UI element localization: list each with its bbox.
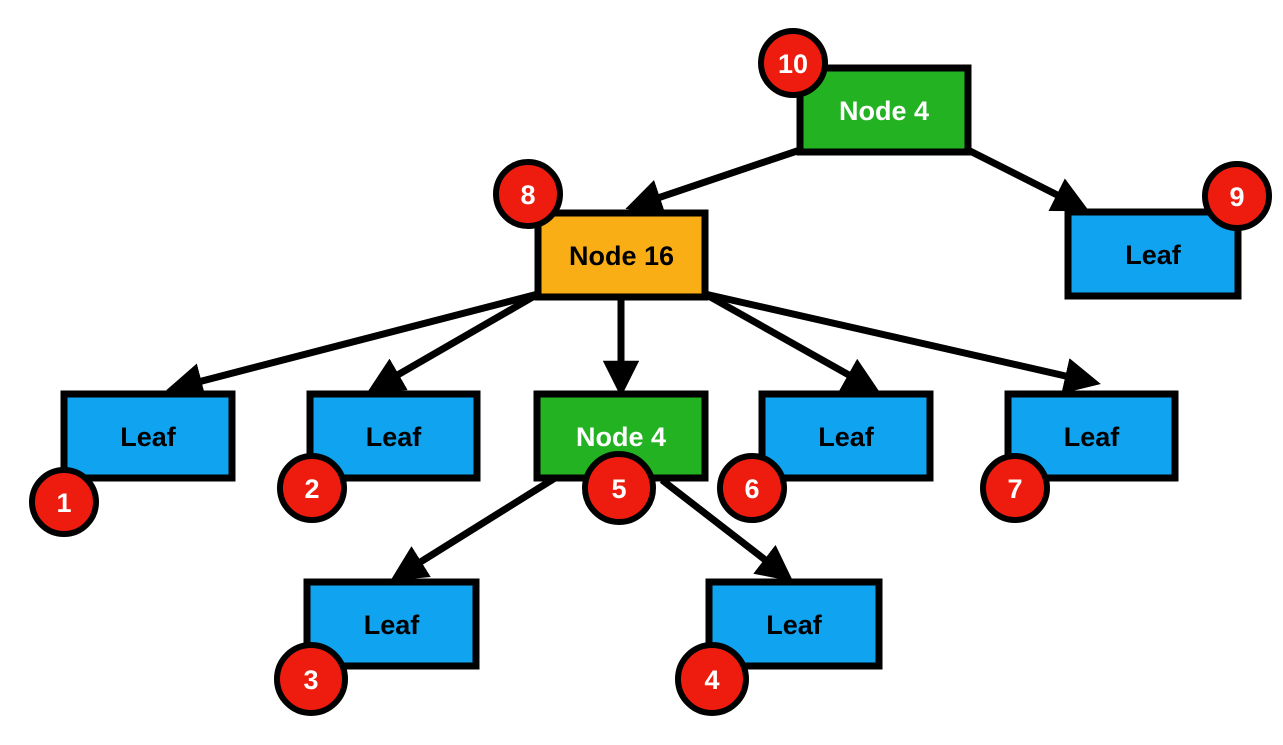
badge-number-7: 7 <box>1007 474 1022 504</box>
badge-circle-3 <box>274 642 348 716</box>
tree-node-leaf6[interactable]: Leaf <box>758 390 934 482</box>
badge-circle-10 <box>758 28 828 98</box>
node-box-leaf1[interactable] <box>60 390 236 482</box>
tree-edge-root-to-leaf9 <box>966 146 1090 212</box>
edges-layer <box>166 146 1101 582</box>
tree-edge-root-to-n16 <box>625 146 802 215</box>
node-label-leaf3: Leaf <box>364 610 421 640</box>
visit-order-badge-9: 9 <box>1202 161 1272 231</box>
badge-number-5: 5 <box>611 474 626 504</box>
badge-number-6: 6 <box>744 474 759 504</box>
tree-node-leaf1[interactable]: Leaf <box>60 390 236 482</box>
tree-node-leaf2[interactable]: Leaf <box>306 390 481 482</box>
visit-order-badge-2: 2 <box>277 453 347 523</box>
node-label-n16: Node 16 <box>569 241 674 271</box>
node-box-leaf2[interactable] <box>306 390 481 482</box>
visit-order-badge-6: 6 <box>717 453 787 523</box>
node-label-n4b: Node 4 <box>576 422 666 452</box>
node-label-leaf2: Leaf <box>366 422 423 452</box>
badge-circle-5 <box>582 451 656 525</box>
badge-number-2: 2 <box>304 474 319 504</box>
tree-edge-n4b-to-leaf3 <box>390 475 557 581</box>
node-label-root: Node 4 <box>839 96 929 126</box>
visit-order-badge-3: 3 <box>274 642 348 716</box>
visit-order-badge-1: 1 <box>29 467 99 537</box>
badge-circle-2 <box>277 453 347 523</box>
badge-number-9: 9 <box>1229 182 1244 212</box>
visit-order-badge-7: 7 <box>980 453 1050 523</box>
tree-edge-n16-to-leaf7 <box>704 290 1101 394</box>
node-box-n16[interactable] <box>534 209 709 301</box>
tree-edge-n16-to-leaf6 <box>703 290 880 393</box>
tree-edge-n16-to-leaf2 <box>367 290 540 393</box>
badge-circle-4 <box>675 642 749 716</box>
badge-number-10: 10 <box>778 49 808 79</box>
tree-node-leaf9[interactable]: Leaf <box>1064 208 1242 300</box>
node-box-leaf4[interactable] <box>705 578 883 670</box>
tree-edge-n4b-to-leaf4 <box>659 477 794 582</box>
node-box-leaf6[interactable] <box>758 390 934 482</box>
badge-circle-6 <box>717 453 787 523</box>
badge-number-4: 4 <box>704 665 719 695</box>
badges-layer: 10 8 9 1 2 5 6 7 3 4 <box>29 28 1272 716</box>
tree-node-leaf7[interactable]: Leaf <box>1004 390 1179 482</box>
badge-circle-7 <box>980 453 1050 523</box>
badge-circle-8 <box>493 159 563 229</box>
node-box-leaf9[interactable] <box>1064 208 1242 300</box>
node-label-leaf9: Leaf <box>1125 240 1182 270</box>
visit-order-badge-10: 10 <box>758 28 828 98</box>
badge-number-8: 8 <box>520 180 535 210</box>
visit-order-badge-5: 5 <box>582 451 656 525</box>
visit-order-badge-4: 4 <box>675 642 749 716</box>
tree-node-n16[interactable]: Node 16 <box>534 209 709 301</box>
tree-node-leaf4[interactable]: Leaf <box>705 578 883 670</box>
badge-number-3: 3 <box>303 665 318 695</box>
badge-circle-9 <box>1202 161 1272 231</box>
node-label-leaf6: Leaf <box>818 422 875 452</box>
badge-number-1: 1 <box>56 488 71 518</box>
node-label-leaf7: Leaf <box>1064 422 1121 452</box>
node-box-root[interactable] <box>796 64 972 156</box>
node-label-leaf4: Leaf <box>766 610 823 640</box>
badge-circle-1 <box>29 467 99 537</box>
tree-edge-n16-to-leaf1 <box>166 290 539 399</box>
tree-node-root[interactable]: Node 4 <box>796 64 972 156</box>
node-label-leaf1: Leaf <box>120 422 177 452</box>
visit-order-badge-8: 8 <box>493 159 563 229</box>
